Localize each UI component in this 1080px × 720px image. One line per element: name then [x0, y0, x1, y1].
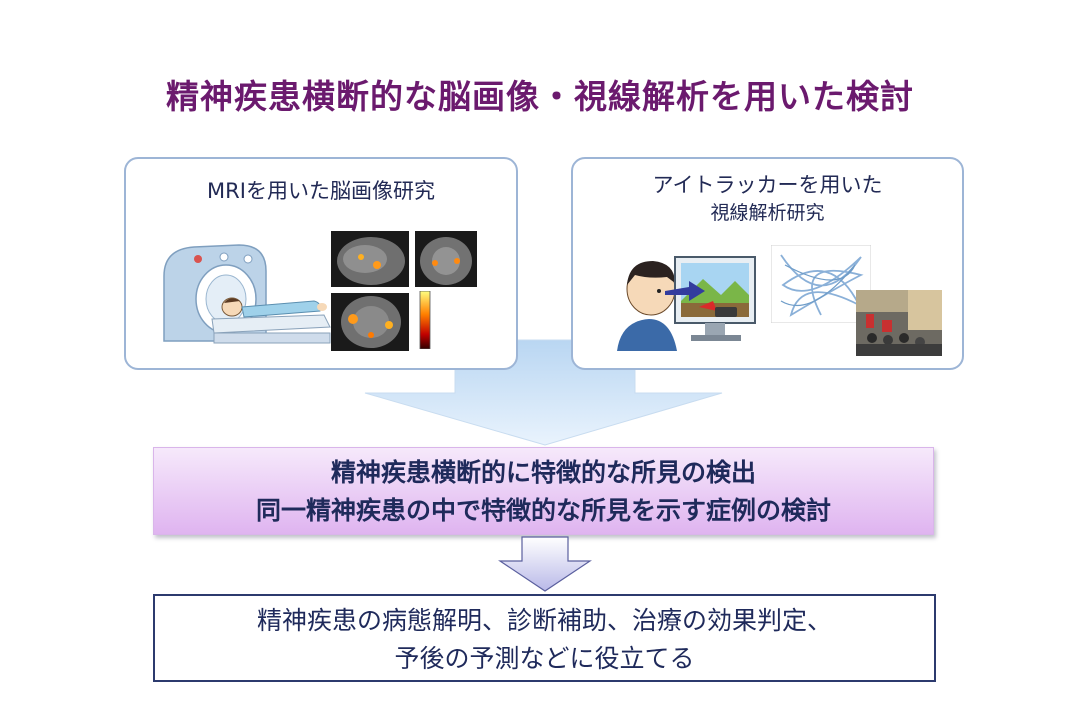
- page-title: 精神疾患横断的な脳画像・視線解析を用いた検討: [166, 77, 914, 116]
- findings-line1: 精神疾患横断的に特徴的な所見の検出: [330, 458, 756, 487]
- crowd-photo: [856, 290, 942, 356]
- outcome-line2: 予後の予測などに役立てる: [394, 644, 695, 673]
- colorbar: [419, 291, 431, 349]
- small-down-arrow: [498, 536, 592, 592]
- outcome-line1: 精神疾患の病態解明、診断補助、治療の効果判定、: [256, 606, 832, 635]
- eye-tracking-illustration: [617, 256, 756, 351]
- eye-tracking-panel: アイトラッカーを用いた 視線解析研究: [571, 157, 964, 370]
- mri-panel: MRIを用いた脳画像研究: [124, 157, 518, 370]
- brain-scan-images: [331, 231, 477, 351]
- mri-panel-title: MRIを用いた脳画像研究: [207, 179, 435, 203]
- mri-scanner-illustration: [163, 244, 331, 344]
- findings-line2: 同一精神疾患の中で特徴的な所見を示す症例の検討: [255, 496, 831, 525]
- gaze-trajectory-plot: [771, 245, 871, 323]
- eye-title-line2: 視線解析研究: [710, 202, 825, 224]
- outcome-box: 精神疾患の病態解明、診断補助、治療の効果判定、 予後の予測などに役立てる: [153, 594, 936, 682]
- eye-title-line1: アイトラッカーを用いた: [652, 173, 883, 197]
- findings-box: 精神疾患横断的に特徴的な所見の検出 同一精神疾患の中で特徴的な所見を示す症例の検…: [153, 447, 934, 535]
- eye-tracking-panel-title: アイトラッカーを用いた 視線解析研究: [573, 171, 962, 227]
